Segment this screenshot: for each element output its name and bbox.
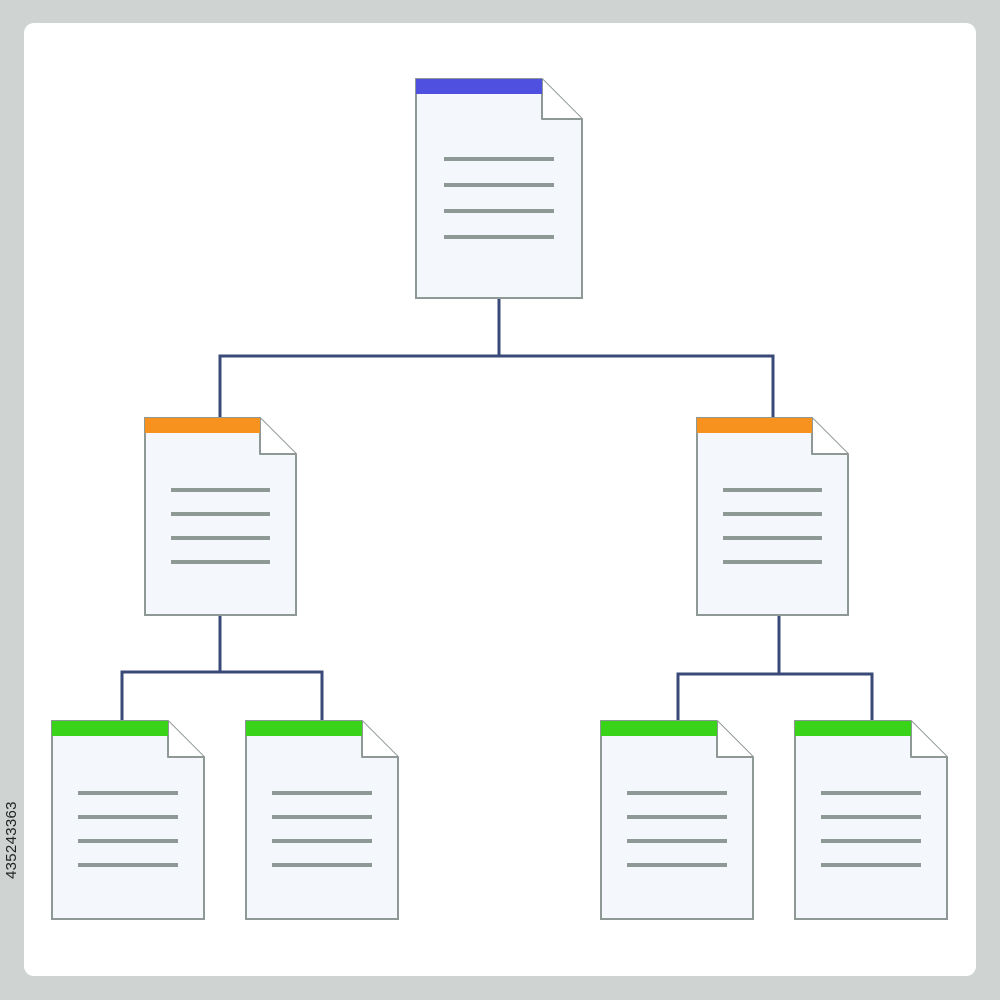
document-fold bbox=[910, 721, 947, 758]
document-header-bar bbox=[145, 418, 260, 433]
document-icon bbox=[144, 417, 297, 616]
document-fold bbox=[541, 79, 582, 120]
document-fold bbox=[716, 721, 753, 758]
document-header-bar bbox=[697, 418, 812, 433]
document-icon bbox=[600, 720, 754, 920]
connectors bbox=[120, 296, 874, 723]
document-header-bar bbox=[795, 721, 911, 736]
document-header-bar bbox=[246, 721, 362, 736]
stock-id-label: 435243363 bbox=[3, 801, 20, 879]
document-fold bbox=[259, 418, 296, 455]
document-icon bbox=[696, 417, 849, 616]
document-icon bbox=[245, 720, 399, 920]
document-icon bbox=[794, 720, 948, 920]
document-icon bbox=[51, 720, 205, 920]
document-header-bar bbox=[416, 79, 542, 94]
document-header-bar bbox=[601, 721, 717, 736]
document-header-bar bbox=[52, 721, 168, 736]
document-icon bbox=[415, 78, 583, 299]
